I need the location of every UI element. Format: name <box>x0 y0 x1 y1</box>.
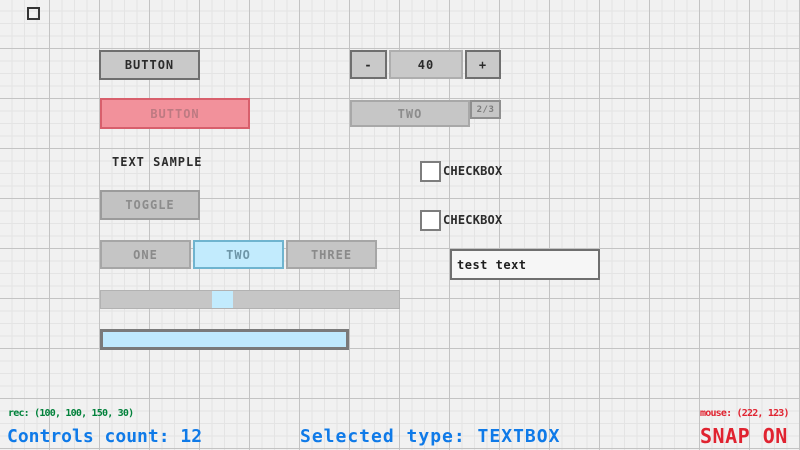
tab-one[interactable]: ONE <box>100 240 191 269</box>
progress-bar <box>100 329 349 350</box>
text-input[interactable]: test text <box>450 249 600 280</box>
tab-three[interactable]: THREE <box>286 240 377 269</box>
checkbox-1[interactable] <box>420 161 441 182</box>
status-controls-count: Controls count: 12 <box>7 426 203 447</box>
tab-two-selected[interactable]: TWO <box>193 240 284 269</box>
text-sample-label: TEXT SAMPLE <box>112 155 203 169</box>
button-normal[interactable]: BUTTON <box>99 50 200 80</box>
slider-track[interactable] <box>100 290 400 309</box>
spinner-value: 40 <box>389 50 463 79</box>
dropdown-two[interactable]: TWO <box>350 100 470 127</box>
toggle-button[interactable]: TOGGLE <box>100 190 200 220</box>
page-badge: 2/3 <box>470 100 501 119</box>
checkbox-2-label: CHECKBOX <box>443 213 503 227</box>
checkbox-1-label: CHECKBOX <box>443 164 503 178</box>
spinner-increment-button[interactable]: + <box>465 50 501 79</box>
status-snap-indicator: SNAP ON <box>700 424 788 448</box>
button-selected[interactable]: BUTTON <box>100 98 250 129</box>
checkbox-2[interactable] <box>420 210 441 231</box>
status-mouse-readout: mouse: (222, 123) <box>700 408 790 419</box>
slider-handle[interactable] <box>212 291 233 308</box>
status-selected-type: Selected type: TEXTBOX <box>300 426 561 447</box>
selection-marker <box>27 7 40 20</box>
spinner-decrement-button[interactable]: - <box>350 50 387 79</box>
status-rect-readout: rec: (100, 100, 150, 30) <box>8 408 134 419</box>
